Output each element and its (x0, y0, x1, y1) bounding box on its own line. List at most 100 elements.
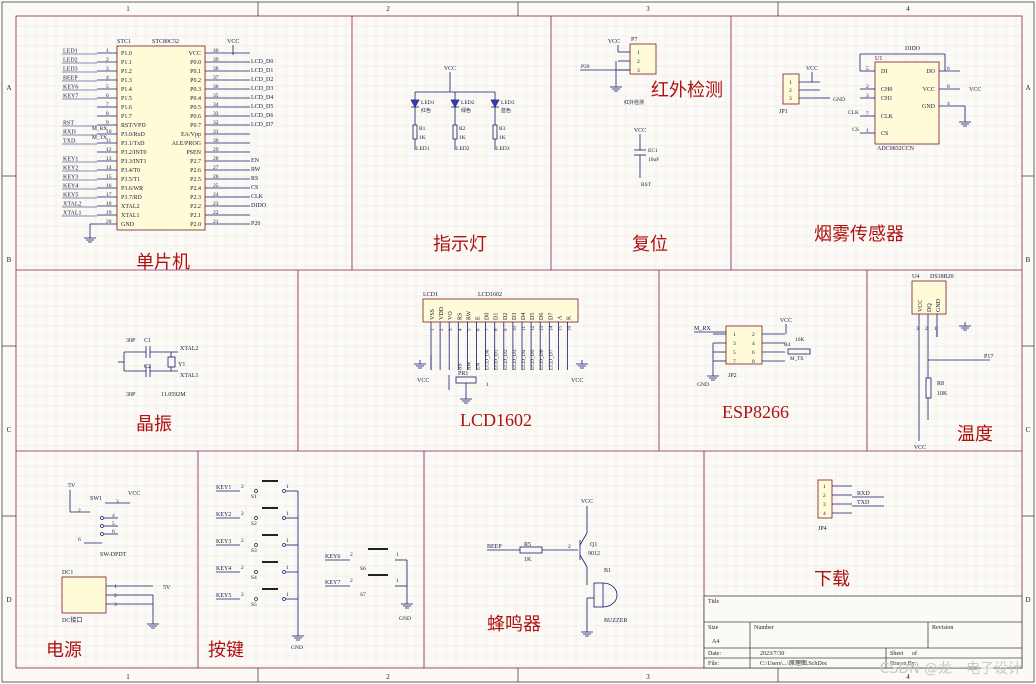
lcd-module (422, 298, 579, 323)
pin-number: 6 (947, 66, 950, 72)
drawn-label: Drawn By: (890, 661, 917, 667)
pin-number: 36 (213, 84, 219, 90)
section-title-indicator: 指示灯 (433, 234, 487, 255)
net-label: CLK (251, 194, 264, 200)
pin-number: 30 (213, 138, 219, 144)
potentiometer-ref: PR1 (458, 371, 468, 377)
key-contact (254, 570, 258, 574)
pin-name: P0.4 (190, 96, 201, 102)
pin-number: 6 (78, 537, 81, 543)
net-label: KEY2 (63, 166, 78, 172)
pin-number: 1 (789, 80, 792, 86)
switch-ref: S1 (251, 494, 257, 500)
ruler-row-label: B (7, 256, 12, 264)
pin-name: P0.3 (190, 87, 201, 93)
ruler-column-label: 3 (646, 673, 650, 681)
pin-name: PSEN (186, 150, 201, 156)
pin-name: P3.2/INT0 (121, 150, 147, 156)
lcd-pin-name: D2 (503, 313, 509, 320)
net-label: LCD_D1 (251, 68, 273, 74)
net-label: RW (466, 361, 472, 370)
switch-ref: S3 (251, 548, 257, 554)
lcd-pin-name: D6 (539, 313, 545, 320)
pin-number: 7 (486, 328, 491, 331)
led-symbol (450, 99, 460, 108)
net-label: P20 (251, 221, 260, 227)
pin-name: P3.6/WR (121, 186, 143, 192)
pin-number: 2 (241, 565, 244, 571)
pin-number: 10 (106, 129, 112, 135)
resistor-value: 1K (419, 135, 426, 141)
pin-number: 1 (396, 578, 399, 584)
pin-number: 28 (213, 156, 219, 162)
sheet-of: of (912, 650, 917, 657)
pin-name: GND (121, 222, 135, 228)
pin-number: 9 (504, 328, 509, 331)
ruler-column-label: 1 (126, 5, 130, 13)
net-label: GND (833, 97, 845, 103)
net-label: EN (476, 363, 482, 370)
transistor-part: 9012 (588, 551, 600, 557)
pin-name: DO (926, 69, 935, 75)
pin-number: 8 (106, 111, 109, 117)
pin-name: EA/Vpp (181, 132, 201, 138)
led-symbol (490, 99, 500, 108)
resistor-ref: R4 (784, 342, 791, 348)
resistor-ref: R5 (524, 542, 531, 548)
net-label: XTAL1 (63, 211, 82, 217)
lcd-pin-name: VO (448, 311, 454, 320)
pin-number: 2 (752, 332, 755, 338)
pin-number: 4 (458, 328, 463, 331)
pin-number: 1 (431, 328, 436, 331)
net-label: LCD_D4 (251, 95, 273, 101)
pin-number: 38 (213, 66, 219, 72)
ruler-row-label: D (1025, 596, 1030, 604)
pin-number: 2 (568, 544, 571, 550)
pin-number: 13 (540, 326, 545, 332)
net-label: TXD (63, 139, 76, 145)
lcd-pin-name: D1 (494, 313, 500, 320)
pin-number: 6 (112, 529, 115, 535)
key-contact (254, 516, 258, 520)
pin-number: 26 (213, 174, 219, 180)
section-title-buzzer: 蜂鸣器 (487, 614, 541, 635)
net-label: RXD (857, 491, 870, 497)
pin-name: XTAL1 (121, 213, 140, 219)
pin-name: P3.7/RD (121, 195, 143, 201)
title-label: Title (708, 599, 719, 605)
net-label: KEY2 (216, 512, 231, 518)
pin-number: 1 (286, 538, 289, 544)
number-label: Number (754, 625, 774, 631)
vcc-label: VCC (417, 378, 429, 384)
lcd-pin-name: A (557, 315, 563, 320)
pin-number: 18 (106, 201, 112, 207)
pin-name: P0.1 (190, 69, 201, 75)
pin-name: XTAL2 (121, 204, 140, 210)
net-label: 5V (163, 585, 171, 591)
section-title-mcu: 单片机 (136, 252, 190, 273)
resistor-value: 1K (459, 135, 466, 141)
mcu-ref: STC1 (117, 39, 131, 45)
pin-number: 32 (213, 120, 219, 126)
esp-connector (725, 325, 763, 365)
resistor-ref: R8 (937, 381, 944, 387)
pin-number: 1 (733, 332, 736, 338)
pin-number: 8 (752, 359, 755, 365)
net-label: LCD_D4 (521, 349, 527, 370)
pin-name: P2.3 (190, 195, 201, 201)
pin-number: 20 (106, 219, 112, 225)
file-value: C:\Users\...\原理图.SchDoc (760, 660, 828, 667)
vcc-label: VCC (634, 128, 646, 134)
pin-number: 2 (823, 493, 826, 499)
capacitor-value: 30P (126, 338, 136, 344)
pin-number: 1 (114, 584, 117, 590)
revision-label: Revision (932, 625, 953, 631)
transistor (579, 532, 588, 546)
net-label: KEY3 (63, 175, 78, 181)
crystal-ref: Y1 (178, 362, 185, 368)
pin-number: 29 (213, 147, 219, 153)
resistor-value: 1K (499, 135, 506, 141)
net-label: RS (457, 363, 463, 370)
pin-number: 1 (286, 484, 289, 490)
